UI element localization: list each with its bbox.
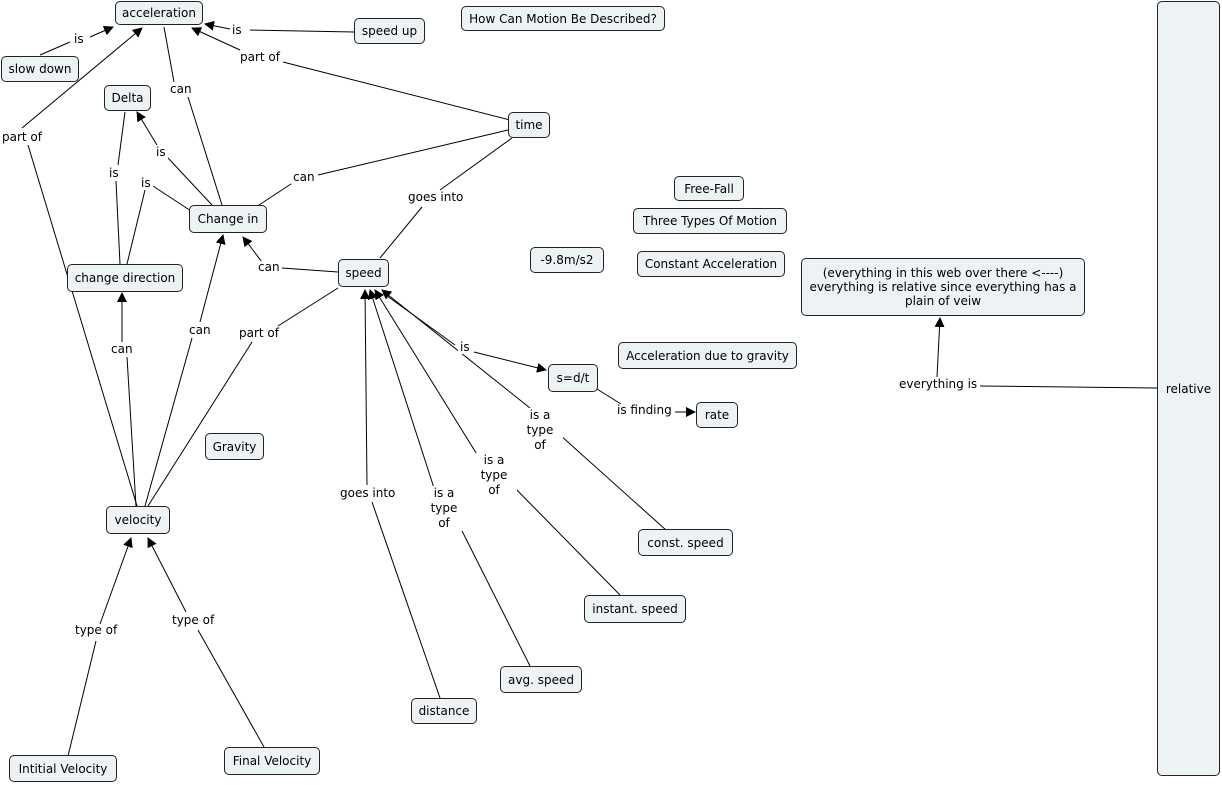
node-acceleration[interactable]: acceleration	[115, 1, 203, 25]
node-avg-speed[interactable]: avg. speed	[500, 666, 582, 693]
node-gravity[interactable]: Gravity	[205, 433, 264, 460]
node-change-direction[interactable]: change direction	[67, 264, 183, 292]
link-label-part-of-time: part of	[238, 50, 282, 64]
node-constant-acceleration[interactable]: Constant Acceleration	[637, 251, 785, 277]
node-initial-velocity[interactable]: Intitial Velocity	[9, 755, 117, 782]
link-label-is-sdt: is	[458, 340, 472, 354]
node-instant-speed[interactable]: instant. speed	[584, 595, 686, 623]
node-acceleration-due-to-gravity[interactable]: Acceleration due to gravity	[618, 342, 797, 369]
node-s-equals-d-over-t[interactable]: s=d/t	[548, 364, 598, 392]
link-label-part-of-velocity: part of	[0, 130, 44, 144]
node-free-fall[interactable]: Free-Fall	[674, 176, 744, 201]
link-label-part-of-speed: part of	[237, 326, 281, 340]
node-const-speed[interactable]: const. speed	[638, 529, 733, 556]
link-label-everything-is: everything is	[897, 377, 980, 391]
link-label-is-a-type-of-avg: is a type of	[421, 486, 467, 531]
node-gravity-value[interactable]: -9.8m/s2	[530, 247, 604, 273]
node-relative[interactable]: relative	[1157, 1, 1220, 776]
node-everything-relative[interactable]: (everything in this web over there <----…	[801, 258, 1085, 316]
link-label-goes-into-time: goes into	[406, 190, 466, 204]
node-slow-down[interactable]: slow down	[1, 56, 79, 82]
node-speed-up[interactable]: speed up	[354, 18, 425, 44]
node-three-types-of-motion[interactable]: Three Types Of Motion	[633, 208, 787, 234]
link-label-is-delta-direction: is	[107, 166, 121, 180]
link-label-can-acceleration: can	[168, 82, 194, 96]
link-label-can-change-direction: can	[109, 342, 135, 356]
link-label-is-finding: is finding	[615, 403, 674, 417]
link-label-is-delta-change: is	[154, 145, 168, 159]
link-label-can-time: can	[291, 170, 317, 184]
link-label-can-speed: can	[256, 260, 282, 274]
link-label-type-of-final: type of	[170, 613, 217, 627]
link-label-is-a-type-of-instant: is a type of	[471, 453, 517, 498]
node-change-in[interactable]: Change in	[189, 205, 267, 233]
link-label-is-a-type-of-const: is a type of	[517, 408, 563, 453]
link-label-can-change-in: can	[187, 323, 213, 337]
node-distance[interactable]: distance	[411, 698, 477, 724]
node-speed[interactable]: speed	[338, 259, 389, 287]
node-delta[interactable]: Delta	[104, 85, 151, 111]
link-label-is-change-in: is	[139, 176, 153, 190]
node-time[interactable]: time	[508, 112, 550, 138]
link-label-type-of-initial: type of	[73, 623, 120, 637]
node-final-velocity[interactable]: Final Velocity	[224, 747, 320, 775]
node-how-motion-described[interactable]: How Can Motion Be Described?	[461, 6, 665, 31]
link-label-is-speed-up: is	[230, 23, 244, 37]
node-velocity[interactable]: velocity	[106, 506, 170, 534]
node-rate[interactable]: rate	[696, 402, 738, 428]
link-label-goes-into-distance: goes into	[338, 486, 398, 500]
link-label-is-slow-down: is	[72, 32, 86, 46]
